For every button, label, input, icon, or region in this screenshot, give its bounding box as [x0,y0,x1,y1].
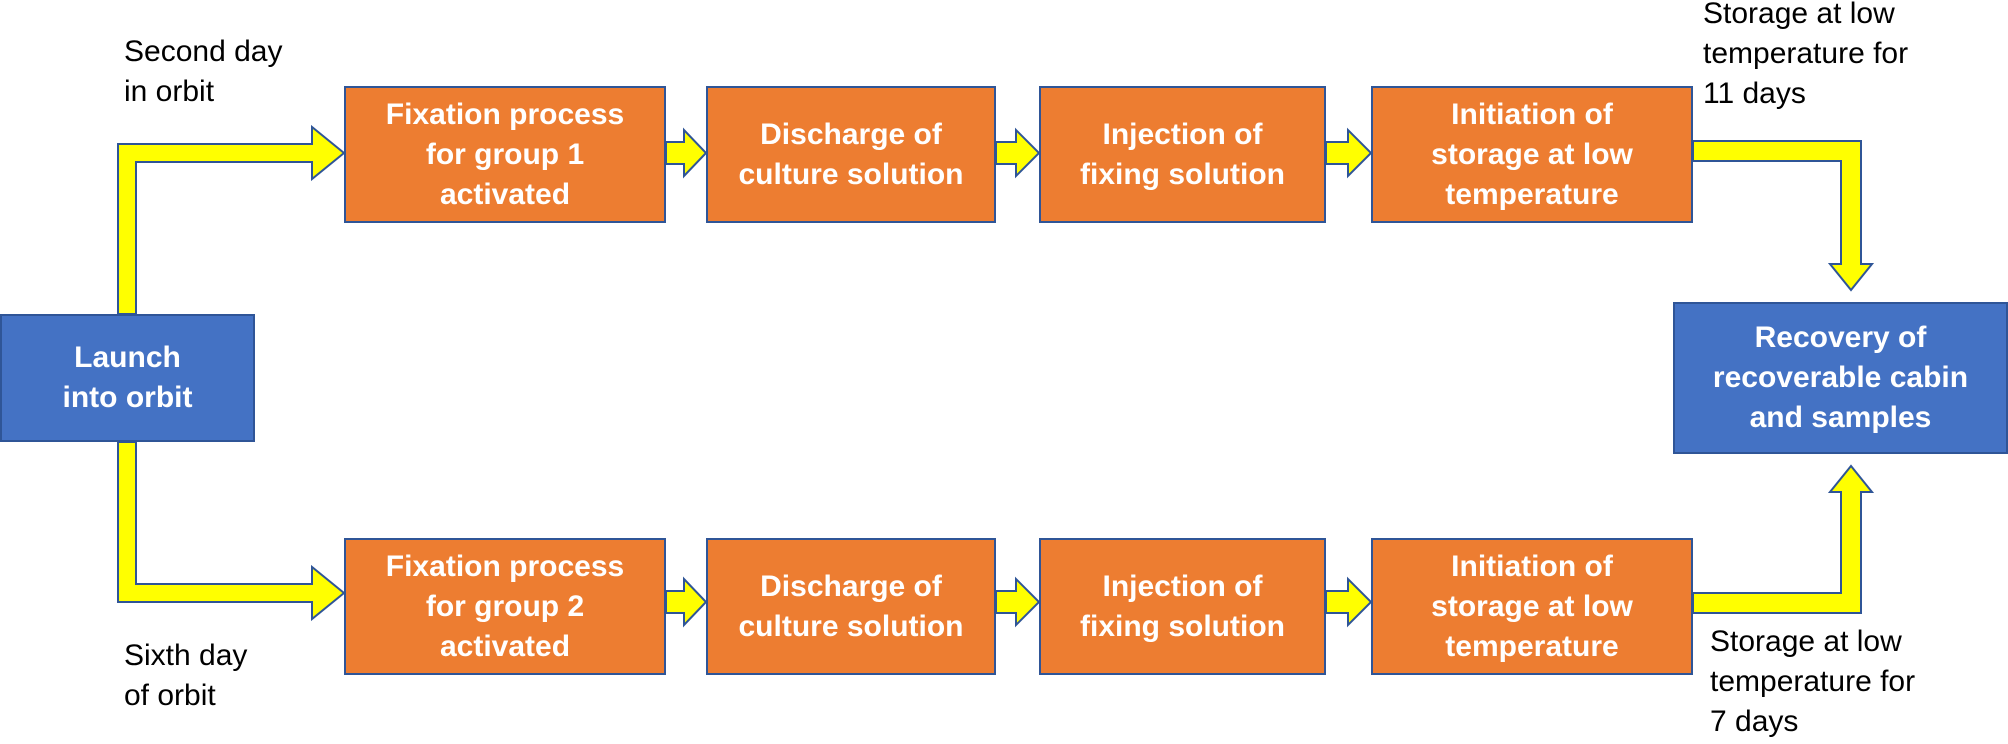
arrow-launch-to-group1 [117,124,346,315]
group1-injection-box: Injection of fixing solution [1039,86,1326,223]
note-second-day: Second day in orbit [124,35,283,108]
arrow-g2-discharge-to-injection [995,576,1041,628]
note-storage-11-days: Storage at low temperature for 11 days [1703,0,1909,110]
group2-discharge-box: Discharge of culture solution [706,538,996,675]
group2-fixation-box: Fixation process for group 2 activated [344,538,666,675]
recovery-box: Recovery of recoverable cabin and sample… [1673,302,2008,454]
group1-fixation-box: Fixation process for group 1 activated [344,86,666,223]
arrow-g1-injection-to-storage [1325,127,1373,179]
arrow-g2-injection-to-storage [1325,576,1373,628]
launch-box: Launch into orbit [0,314,255,442]
arrow-g2-fixation-to-discharge [665,576,708,628]
arrow-g1-discharge-to-injection [995,127,1041,179]
group2-storage-box: Initiation of storage at low temperature [1371,538,1693,675]
arrow-launch-to-group2 [117,441,346,622]
group1-discharge-box: Discharge of culture solution [706,86,996,223]
group1-storage-box: Initiation of storage at low temperature [1371,86,1693,223]
note-sixth-day: Sixth day of orbit [124,639,248,712]
arrow-g1-fixation-to-discharge [665,127,708,179]
note-storage-7-days: Storage at low temperature for 7 days [1710,625,1916,738]
arrow-g2-storage-to-recovery [1692,464,1875,614]
arrow-g1-storage-to-recovery [1692,140,1875,292]
group2-injection-box: Injection of fixing solution [1039,538,1326,675]
